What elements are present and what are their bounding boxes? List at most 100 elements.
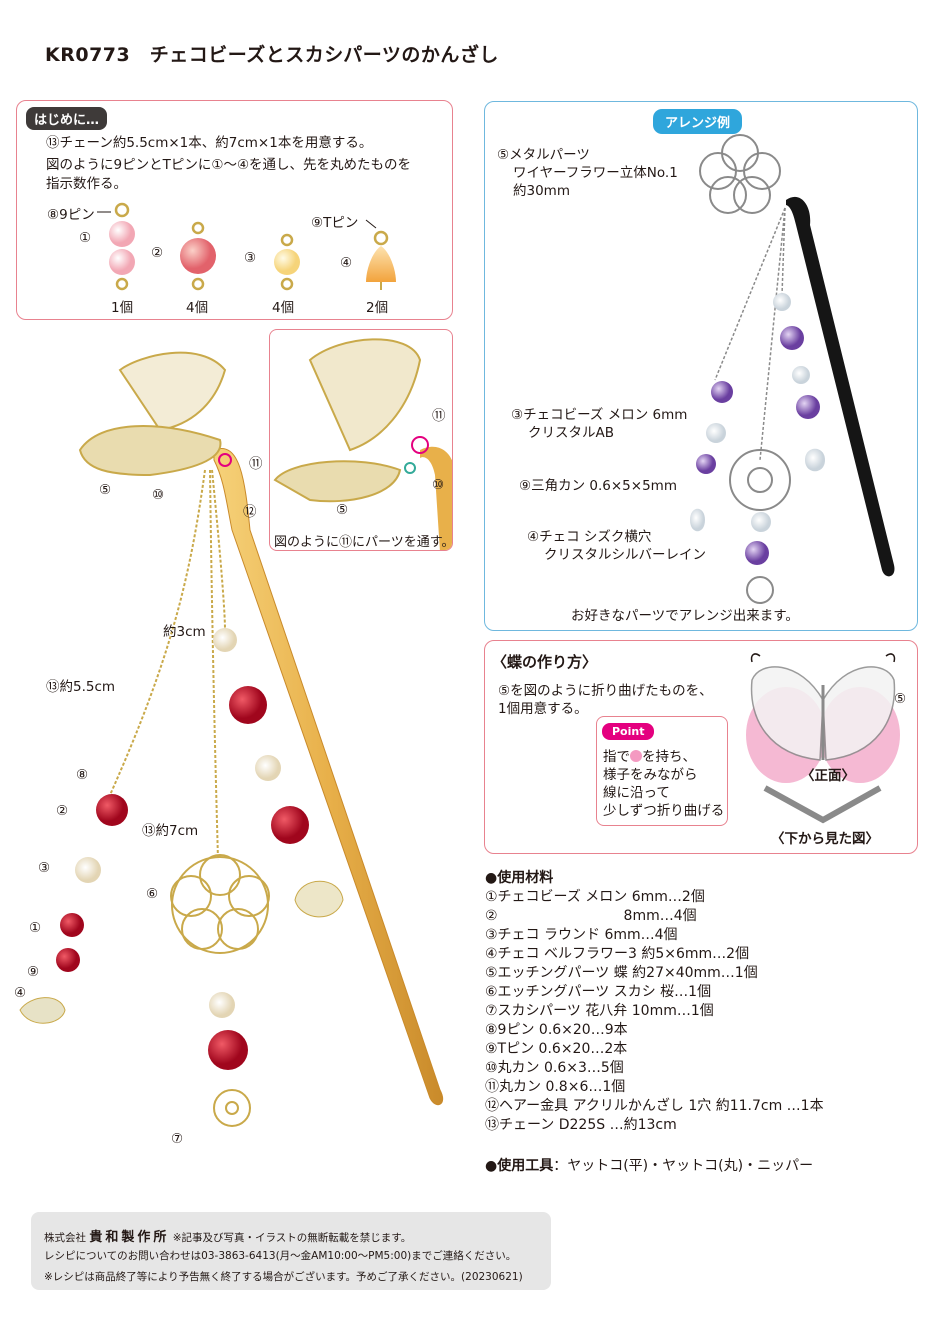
tools-label: ●使用工具 <box>485 1158 554 1174</box>
bell-bead-right <box>294 880 344 918</box>
label-2: ② <box>56 803 69 819</box>
material-item: ⑨Tピン 0.6×20…2本 <box>485 1041 628 1057</box>
material-item: ⑪丸カン 0.8×6…1個 <box>485 1079 626 1095</box>
czech-bead-line-1: ③チェコビーズ メロン 6mm <box>511 407 688 423</box>
t-pin-label: ⑨Tピン <box>311 215 359 231</box>
material-item: ⑩丸カン 0.6×3…5個 <box>485 1060 624 1076</box>
pin-loop <box>114 202 130 218</box>
materials-heading: ●使用材料 <box>485 870 554 886</box>
label-5: ⑤ <box>99 482 112 498</box>
intro-badge: はじめに… <box>26 107 108 130</box>
bead-3-right-2 <box>255 755 281 781</box>
label-chain-55: ⑬約5.5cm <box>46 679 116 695</box>
intro-parts-illustration <box>97 202 396 291</box>
inset-hairpin <box>420 446 452 550</box>
bead-1b <box>109 249 135 275</box>
label-11: ⑪ <box>249 456 263 472</box>
intro-line-1: ⑬チェーン約5.5cm×1本、約7cm×1本を用意する。 <box>46 135 373 151</box>
point-badge: Point <box>602 723 655 740</box>
czech-bead-line-2: クリスタルAB <box>528 425 614 441</box>
label-12: ⑫ <box>243 504 257 520</box>
material-item: ⑫ヘアー金具 アクリルかんざし 1穴 約11.7cm …1本 <box>485 1098 824 1114</box>
footer-line-1: 株式会社 貴和製作所 ※記事及び写真・イラストの無断転載を禁じます。 <box>44 1226 411 1245</box>
arr-bead-crystal <box>792 366 810 384</box>
inset-illustration <box>273 338 452 550</box>
wire-flower <box>699 134 781 214</box>
label-3: ③ <box>38 860 51 876</box>
bead-1-left-2 <box>56 948 80 972</box>
page-title: KR0773 チェコビーズとスカシパーツのかんざし <box>45 44 499 66</box>
material-item: ①チェコビーズ メロン 6mm…2個 <box>485 889 705 905</box>
bell-bead-left <box>19 997 66 1024</box>
flower-8-petal-part <box>213 1089 251 1127</box>
pin-loop <box>280 233 294 247</box>
inset-label-11: ⑪ <box>432 408 446 424</box>
jump-ring-11 <box>218 453 232 467</box>
sakura-etching-part <box>170 854 270 954</box>
t-pin-leader-line <box>365 219 377 229</box>
fold-arrow-right <box>885 653 896 663</box>
arr-bead-purple <box>796 395 820 419</box>
bead-2 <box>180 238 216 274</box>
bottom-view-label: 〈下から見た図〉 <box>771 831 879 847</box>
label-3cm: 約3cm <box>163 624 206 640</box>
material-item: ⑬チェーン D225S …約13cm <box>485 1117 677 1133</box>
part-4-label: ④ <box>340 255 353 271</box>
butterfly-heading: 〈蝶の作り方〉 <box>492 653 598 671</box>
arr-bead-purple <box>745 541 769 565</box>
arr-chain-2 <box>759 207 786 461</box>
arr-bead-crystal <box>773 293 791 311</box>
butterfly-label-5: ⑤ <box>894 691 907 707</box>
part-2-label: ② <box>151 245 164 261</box>
material-item: ③チェコ ラウンド 6mm…4個 <box>485 927 678 943</box>
bell-bead <box>366 246 396 282</box>
label-4: ④ <box>14 985 27 1001</box>
company-prefix: 株式会社 <box>44 1232 86 1244</box>
part-1-count: 1個 <box>111 300 134 316</box>
pin-loop <box>191 221 205 235</box>
drop-bead-line-2: クリスタルシルバーレイン <box>544 547 706 563</box>
point-line-2: 様子をみながら <box>603 767 698 783</box>
bead-1a <box>109 221 135 247</box>
inset-label-10: ⑩ <box>432 477 445 493</box>
butterfly-text-1: ⑤を図のように折り曲げたものを、 <box>498 683 713 699</box>
butterfly-right-wing <box>822 666 896 761</box>
arr-bead-crystal <box>751 512 771 532</box>
part-3-count: 4個 <box>272 300 295 316</box>
butterfly-diagram <box>746 653 900 824</box>
pin-loop <box>373 230 389 246</box>
part-1-label: ① <box>79 230 92 246</box>
arrangement-badge: アレンジ例 <box>653 109 743 134</box>
inset-butterfly-lower-wing <box>273 460 402 503</box>
arr-drop <box>805 448 825 472</box>
label-8: ⑧ <box>76 767 89 783</box>
materials-list: ①チェコビーズ メロン 6mm…2個 ② 8mm…4個 ③チェコ ラウンド 6m… <box>485 888 824 1135</box>
material-item: ⑧9ピン 0.6×20…9本 <box>485 1022 628 1038</box>
arr-bead-purple <box>711 381 733 403</box>
arr-chain-1 <box>714 207 786 381</box>
arr-bead-purple <box>696 454 716 474</box>
footer-end: ※レシピは商品終了等により予告無く終了する場合がございます。予めご了承ください。… <box>44 1271 523 1283</box>
bottom-view-shape <box>763 785 882 824</box>
arr-bead-crystal <box>706 423 726 443</box>
label-7: ⑦ <box>171 1131 184 1147</box>
bead-3 <box>274 249 300 275</box>
intro-line-2: 図のように9ピンとTピンに①〜④を通し、先を丸めたものを <box>46 157 412 173</box>
triangle-ring-label: ⑨三角カン 0.6×5×5mm <box>519 478 677 494</box>
inset-ring-11 <box>411 436 429 454</box>
arrangement-illustration <box>690 134 895 604</box>
butterfly-panel <box>484 640 918 854</box>
bead-3-right <box>213 628 237 652</box>
material-item: ⑤エッチングパーツ 蝶 約27×40mm…1個 <box>485 965 758 981</box>
pink-dot-icon <box>630 750 642 762</box>
arr-etching-flower <box>729 449 791 511</box>
footer <box>31 1212 551 1290</box>
inset-ring-10 <box>404 462 416 474</box>
label-1: ① <box>29 920 42 936</box>
drop-bead-line-1: ④チェコ シズク横穴 <box>527 529 652 545</box>
bead-3-left <box>75 857 101 883</box>
metal-parts-line-1: ⑤メタルパーツ <box>497 147 590 163</box>
pin-loop <box>280 277 294 291</box>
pin-loop <box>115 277 129 291</box>
material-item: ④チェコ ベルフラワー3 約5×6mm…2個 <box>485 946 750 962</box>
